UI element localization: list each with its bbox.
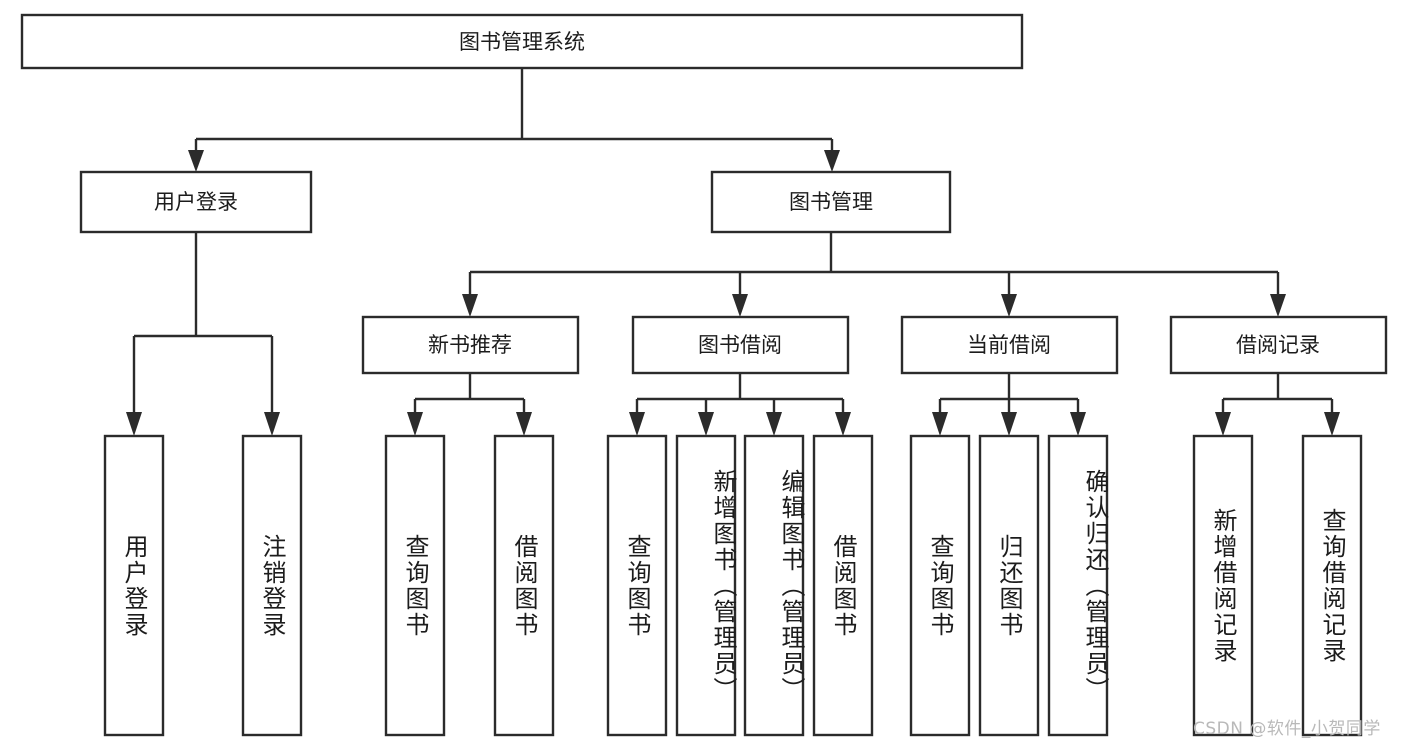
node-current-borrow-label: 当前借阅 [967,333,1051,357]
arrow-head-user-login-leaf-2 [264,412,280,436]
arrow-head-bb-leaf-3 [766,412,782,436]
node-new-book-recommend-label: 新书推荐 [428,333,512,357]
leaf-box-nbr-query-book[interactable] [384,434,446,737]
arrow-head-nbr-leaf-1 [407,412,423,436]
leaf-box-br-query-record[interactable] [1301,434,1363,737]
arrow-head-br-leaf-2 [1324,412,1340,436]
leaf-box-bb-query-book[interactable] [606,434,668,737]
arrow-head-cb-leaf-3 [1070,412,1086,436]
leaf-box-cb-query-book[interactable] [909,434,971,737]
arrow-head-to-user-login [188,150,204,172]
node-book-manage-label: 图书管理 [789,190,873,214]
arrow-head-cb-leaf-2 [1001,412,1017,436]
arrow-head-bb-leaf-4 [835,412,851,436]
leaf-box-bb-borrow-book[interactable] [812,434,874,737]
arrow-head-bb-leaf-1 [629,412,645,436]
arrow-head-to-current-borrow [1001,294,1017,317]
arrow-head-to-book-manage [824,150,840,172]
node-book-manage-box[interactable] [710,170,952,234]
node-book-borrow-label: 图书借阅 [698,333,782,357]
arrow-head-to-book-borrow [732,294,748,317]
leaf-box-bb-add-book[interactable] [675,434,737,737]
arrow-head-nbr-leaf-2 [516,412,532,436]
leaf-box-logout[interactable] [241,434,303,737]
leaf-box-bb-edit-book[interactable] [743,434,805,737]
node-new-book-recommend-box[interactable] [361,315,580,375]
csdn-watermark: CSDN @软件_小贺同学 [1193,719,1381,739]
node-current-borrow-box[interactable] [900,315,1119,375]
node-book-borrow-box[interactable] [631,315,850,375]
leaf-box-user-login[interactable] [103,434,165,737]
leaf-box-nbr-borrow-book[interactable] [493,434,555,737]
node-borrow-record-box[interactable] [1169,315,1388,375]
node-borrow-record-label: 借阅记录 [1236,333,1320,357]
arrow-head-cb-leaf-1 [932,412,948,436]
leaf-box-cb-return-book[interactable] [978,434,1040,737]
leaf-box-cb-confirm-return[interactable] [1047,434,1109,737]
node-user-login-label: 用户登录 [154,190,238,214]
node-root-label: 图书管理系统 [459,30,585,54]
arrow-head-to-new-book [462,294,478,317]
arrow-head-user-login-leaf-1 [126,412,142,436]
node-root-box[interactable] [20,13,1024,70]
arrow-head-bb-leaf-2 [698,412,714,436]
arrow-head-br-leaf-1 [1215,412,1231,436]
leaf-box-br-add-record[interactable] [1192,434,1254,737]
arrow-head-to-borrow-record [1270,294,1286,317]
